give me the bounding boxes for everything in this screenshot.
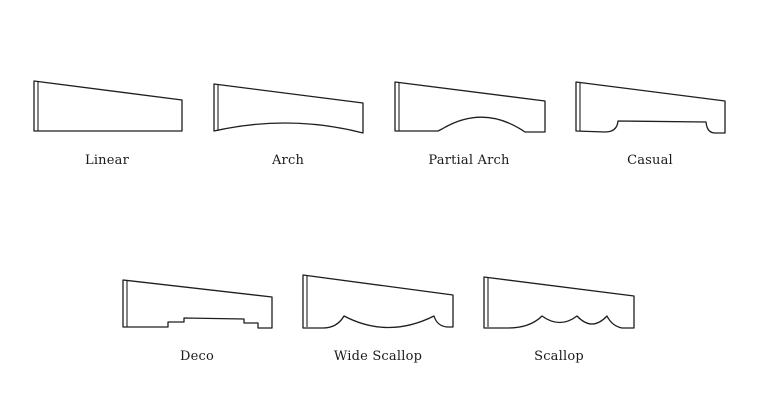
label-scallop: Scallop xyxy=(534,349,584,364)
label-partial-arch: Partial Arch xyxy=(428,153,510,168)
label-deco: Deco xyxy=(179,349,215,364)
label-casual: Casual xyxy=(627,153,673,168)
label-linear: Linear xyxy=(84,153,130,168)
label-arch: Arch xyxy=(271,153,305,168)
label-wide-scallop: Wide Scallop xyxy=(333,349,423,364)
